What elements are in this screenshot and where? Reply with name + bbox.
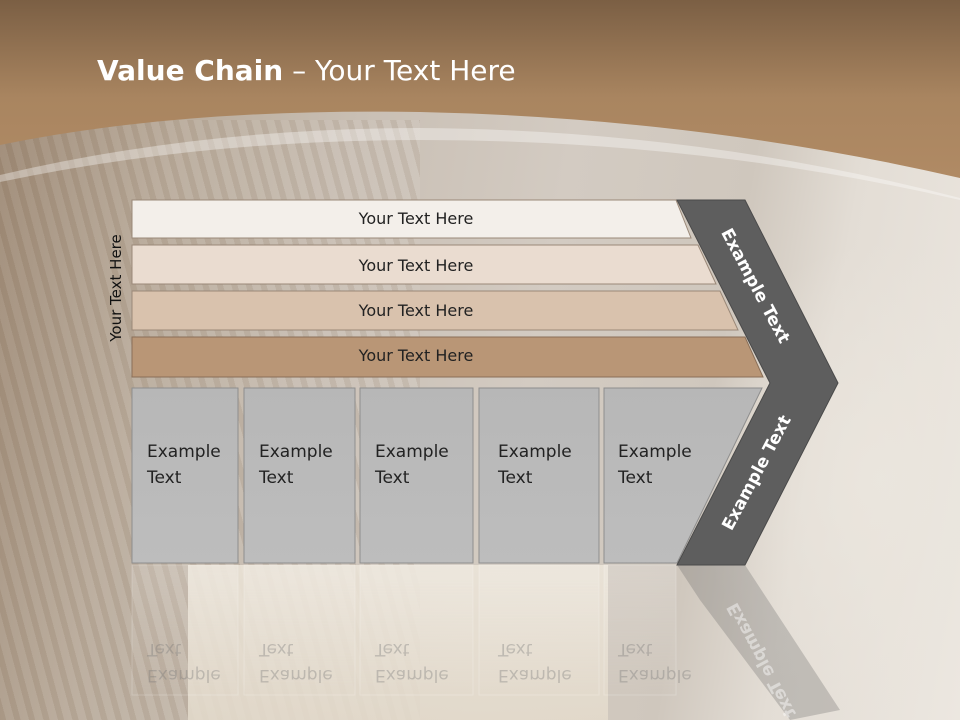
- bar-1-shape: [131, 199, 692, 239]
- box-4-reflection-label: Example Text: [498, 636, 593, 688]
- box-1-line1: Example: [147, 442, 221, 462]
- chevron-reflection: [677, 565, 840, 720]
- bar-1-label: Your Text Here: [358, 209, 474, 228]
- box-1-reflection: [131, 564, 239, 696]
- reflection-group: [131, 564, 840, 720]
- bar-2-label: Your Text Here: [358, 256, 474, 275]
- chevron-shape: [676, 199, 839, 566]
- box-4-reflection-line2: Text: [498, 639, 533, 659]
- slide-title: Value Chain – Your Text Here: [97, 54, 516, 87]
- box-5-reflection-line1: Example: [618, 665, 692, 685]
- box-2-reflection-line1: Example: [259, 665, 333, 685]
- box-4-line1: Example: [498, 442, 572, 462]
- box-1-reflection-line1: Example: [147, 665, 221, 685]
- header-arc-highlight: [0, 128, 960, 200]
- header-shape: [0, 0, 960, 178]
- box-5-shape: [603, 387, 763, 564]
- box-3-reflection-label: Example Text: [375, 636, 470, 688]
- box-4-line2: Text: [498, 468, 533, 488]
- box-5-line2: Text: [618, 468, 653, 488]
- bar-3-shape: [131, 290, 739, 331]
- box-2-reflection-label: Example Text: [259, 636, 354, 688]
- box-3-reflection: [359, 564, 474, 696]
- box-2-reflection-line2: Text: [259, 639, 294, 659]
- box-2-reflection: [243, 564, 356, 696]
- bar-2-shape: [131, 244, 717, 285]
- bar-3-label: Your Text Here: [358, 301, 474, 320]
- box-2-line1: Example: [259, 442, 333, 462]
- box-3-shape: [359, 387, 474, 564]
- title-bold: Value Chain: [97, 54, 284, 87]
- title-rest: – Your Text Here: [283, 54, 516, 87]
- box-3-reflection-line1: Example: [375, 665, 449, 685]
- box-2-shape: [243, 387, 356, 564]
- box-3-reflection-line2: Text: [375, 639, 410, 659]
- box-1-shape: [131, 387, 239, 564]
- box-4-reflection: [478, 564, 600, 696]
- box-4-reflection-line1: Example: [498, 665, 572, 685]
- box-3-line1: Example: [375, 442, 449, 462]
- box-1-reflection-label: Example Text: [147, 636, 242, 688]
- bar-4-shape: [131, 336, 764, 378]
- box-5-line1: Example: [618, 442, 692, 462]
- header-band: [0, 0, 960, 200]
- box-3-line2: Text: [375, 468, 410, 488]
- bar-4-label: Your Text Here: [358, 346, 474, 365]
- box-5-reflection: [603, 564, 677, 696]
- box-1-reflection-line2: Text: [147, 639, 182, 659]
- box-2-line2: Text: [259, 468, 294, 488]
- box-4-shape: [478, 387, 600, 564]
- box-5-reflection-label: Example Text: [618, 636, 713, 688]
- box-5-reflection-line2: Text: [618, 639, 653, 659]
- box-1-line2: Text: [147, 468, 182, 488]
